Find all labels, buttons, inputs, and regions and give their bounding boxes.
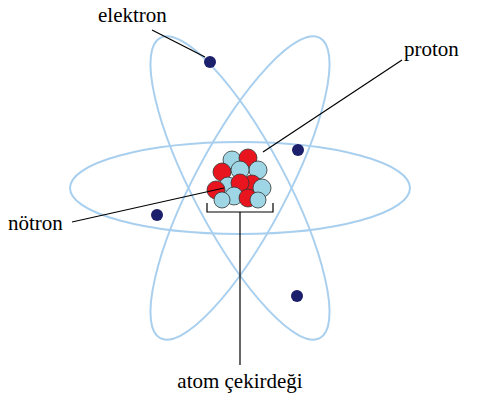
part-label: atom çekirdeği bbox=[177, 370, 302, 393]
leader-line bbox=[152, 30, 205, 57]
leader-line bbox=[263, 60, 402, 152]
electron-dot bbox=[291, 290, 303, 302]
part-label: proton bbox=[404, 38, 459, 61]
part-label: elektron bbox=[98, 4, 167, 27]
part-label: nötron bbox=[8, 212, 63, 235]
electron-dot bbox=[204, 56, 216, 68]
electrons bbox=[151, 56, 304, 302]
leader-line bbox=[72, 188, 224, 222]
leader-line bbox=[239, 212, 240, 365]
bracket bbox=[207, 203, 273, 212]
nucleus bbox=[207, 149, 271, 208]
electron-dot bbox=[151, 209, 163, 221]
electron-dot bbox=[292, 144, 304, 156]
leader-lines bbox=[72, 30, 402, 365]
